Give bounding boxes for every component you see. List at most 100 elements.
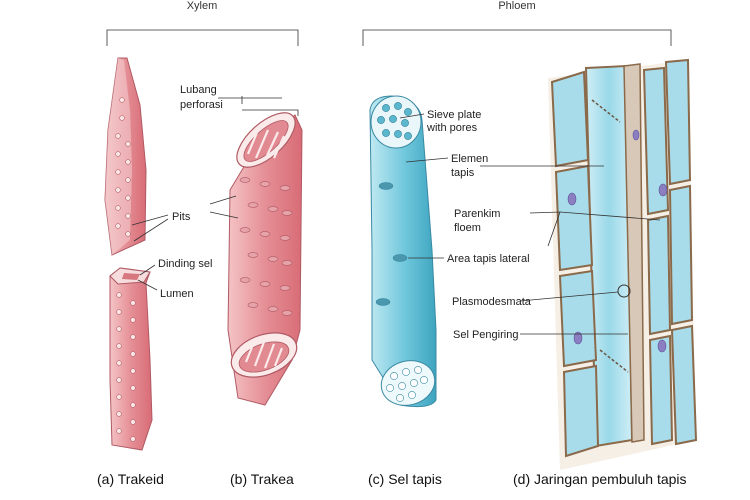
pit <box>125 213 131 219</box>
pit <box>408 391 416 399</box>
label-area-tapis-lateral: Area tapis lateral <box>447 253 530 265</box>
pit <box>247 202 259 208</box>
pit <box>130 334 136 340</box>
pit <box>116 343 122 349</box>
pit <box>281 310 293 316</box>
pit <box>130 351 136 357</box>
pit <box>279 285 291 291</box>
phloem-bracket <box>362 29 672 46</box>
leader-lines <box>131 96 661 335</box>
phloem-header: Phloem <box>498 0 535 12</box>
lateral-sieve-area <box>392 254 408 262</box>
vessel-pits <box>239 177 293 316</box>
pit <box>130 419 136 425</box>
pit <box>279 235 291 241</box>
pit <box>116 360 122 366</box>
pit <box>116 411 122 417</box>
pit <box>394 102 402 110</box>
label-plasmodesmata: Plasmodesmata <box>452 296 532 308</box>
pit <box>259 181 271 187</box>
pit <box>239 227 251 233</box>
pit <box>382 129 390 137</box>
pit <box>115 223 121 229</box>
pit <box>116 377 122 383</box>
tracheid-upper <box>104 57 147 256</box>
phloem-tissue <box>548 58 698 470</box>
pit <box>130 436 136 442</box>
pit <box>116 292 122 298</box>
pit <box>396 394 404 402</box>
pit <box>279 185 291 191</box>
pit <box>116 428 122 434</box>
label-lumen: Lumen <box>160 288 194 300</box>
label-sel-pengiring: Sel Pengiring <box>453 329 518 341</box>
pit <box>386 384 394 392</box>
pit <box>125 141 131 147</box>
tracheid-pits-lower <box>116 292 136 442</box>
pit <box>119 97 125 103</box>
pit <box>259 281 271 287</box>
pit <box>125 231 131 237</box>
pit <box>115 205 121 211</box>
label-sieve-plate-1: Sieve plate <box>427 109 481 121</box>
pit <box>382 104 390 112</box>
pit <box>125 159 131 165</box>
xylem-bracket <box>106 29 299 46</box>
pit <box>130 300 136 306</box>
vessel-element <box>227 112 303 406</box>
pit <box>414 366 422 374</box>
pit <box>267 206 279 212</box>
pit <box>267 306 279 312</box>
pit <box>404 132 412 140</box>
tracheid-lower <box>109 267 153 451</box>
pit <box>116 309 122 315</box>
pit <box>267 256 279 262</box>
pit <box>116 326 122 332</box>
pit <box>130 402 136 408</box>
label-sieve-plate-2: with pores <box>426 122 478 134</box>
plasmodesmata-marker <box>617 284 631 298</box>
pit <box>239 277 251 283</box>
label-pits: Pits <box>172 211 191 223</box>
pit <box>115 187 121 193</box>
sieve-plate-pores <box>377 102 412 140</box>
pit <box>119 115 125 121</box>
pit <box>130 368 136 374</box>
pit <box>377 116 385 124</box>
pit <box>125 177 131 183</box>
pit <box>394 130 402 138</box>
caption-trakea: (b) Trakea <box>230 471 294 487</box>
pit <box>115 151 121 157</box>
caption-jaringan-pembuluh-tapis: (d) Jaringan pembuluh tapis <box>513 471 687 487</box>
pit <box>281 260 293 266</box>
sieve-plate-pores-bottom <box>386 366 428 402</box>
caption-sel-tapis: (c) Sel tapis <box>368 471 442 487</box>
pit <box>389 115 397 123</box>
pit <box>259 231 271 237</box>
caption-trakeid: (a) Trakeid <box>97 471 164 487</box>
label-dinding-sel: Dinding sel <box>158 258 212 270</box>
pit <box>410 379 418 387</box>
pit <box>115 169 121 175</box>
tracheid-pits-upper <box>115 97 131 237</box>
label-parenkim-floem-1: Parenkim <box>454 208 500 220</box>
label-lubang-perforasi-2: perforasi <box>180 99 223 111</box>
pit <box>130 385 136 391</box>
pit <box>116 394 122 400</box>
label-parenkim-floem-2: floem <box>454 222 481 234</box>
pit <box>125 195 131 201</box>
pit <box>247 252 259 258</box>
label-elemen-tapis-1: Elemen <box>451 153 488 165</box>
pit <box>115 133 121 139</box>
sieve-cell <box>369 95 437 408</box>
pit <box>130 317 136 323</box>
pit <box>404 108 412 116</box>
pit <box>390 372 398 380</box>
label-lubang-perforasi-1: Lubang <box>180 84 217 96</box>
pit <box>281 210 293 216</box>
pit <box>420 376 428 384</box>
pit <box>401 119 409 127</box>
label-elemen-tapis-2: tapis <box>451 167 475 179</box>
pit <box>247 302 259 308</box>
